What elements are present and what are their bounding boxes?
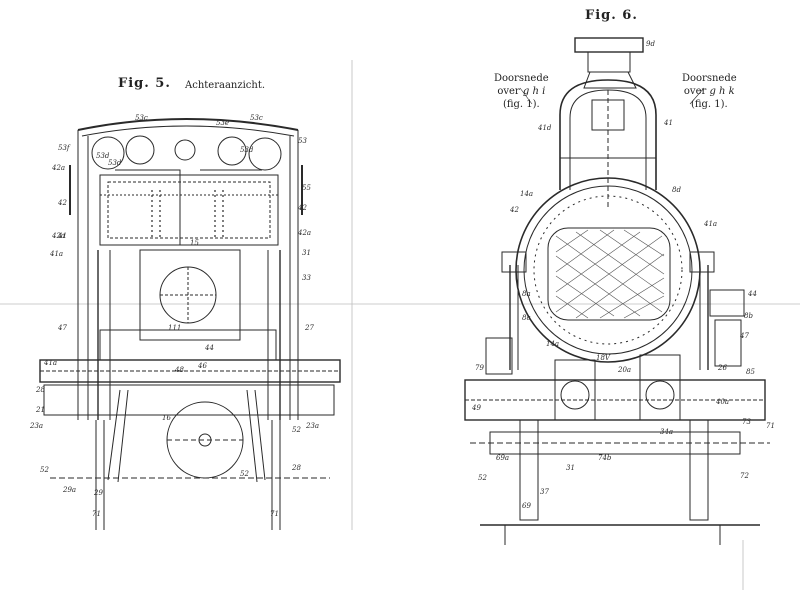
fig6-label: 44: [747, 290, 757, 298]
fig5-label: 52: [240, 470, 249, 478]
left-section-line3: (fig. 1).: [502, 99, 540, 110]
fig5-label: 41: [57, 232, 67, 240]
fig5-label: 31: [302, 249, 311, 257]
fig6-label: 47: [739, 332, 749, 340]
fig5-label: 44: [204, 344, 214, 352]
fig6-label: 79: [475, 364, 484, 372]
fig5-label: 27: [304, 324, 314, 332]
fig6-label: 73: [742, 418, 751, 426]
fig5-label: 41a: [43, 359, 57, 367]
fig5-part-labels: 53c 53f 53d 53d 53e 53 42a 42a 42 41 55 …: [29, 114, 319, 518]
fig5-label: 28: [291, 464, 301, 472]
fig6-label: 18V: [596, 354, 611, 362]
left-section-line1: Doorsnede: [494, 73, 549, 84]
fig5-label: 48: [174, 366, 184, 374]
fig6-label: 26: [717, 364, 727, 372]
fig5-label: 52: [40, 466, 49, 474]
fig5-rear-view-drawing: [39, 118, 341, 530]
fig6-right-section-caption: Doorsnede over g h k (fig. 1).: [682, 72, 737, 111]
fig6-label: 8d: [672, 186, 681, 194]
fig5-label: 53d: [240, 146, 254, 154]
fig6-label: 41: [663, 119, 673, 127]
fig6-part-labels: 9d 41d 41 8d 14a 8a 8c 14a 18V 20a 26 79…: [471, 40, 775, 510]
left-section-letters: g h i: [522, 86, 546, 97]
fig6-label: 37: [540, 488, 549, 496]
fig6-label: 40a: [715, 398, 729, 406]
fig5-label: 53d: [108, 159, 122, 167]
fig5-label: 71: [92, 510, 101, 518]
fig5-label: 42: [57, 199, 67, 207]
fig6-label: 8b: [744, 312, 753, 320]
fig5-label: 55: [302, 184, 311, 192]
fig6-label: 14a: [546, 340, 559, 348]
fig6-label: 69: [522, 502, 531, 510]
fig5-label: 53e: [216, 119, 229, 127]
fig5-label: 71: [270, 510, 279, 518]
fold-lines: [0, 60, 800, 590]
fig6-left-section-caption: Doorsnede over g h i (fig. 1).: [494, 72, 549, 111]
fig6-label: 31: [566, 464, 575, 472]
fig5-label: 42: [297, 204, 307, 212]
right-section-over: over: [683, 86, 707, 97]
fig5-label: 23a: [305, 422, 319, 430]
right-section-line2: over g h k: [682, 85, 737, 98]
fig6-label: 69a: [496, 454, 509, 462]
fig6-label: 72: [740, 472, 749, 480]
fig5-label: 28: [35, 386, 45, 394]
fig6-label: 8a: [522, 290, 531, 298]
fig5-label: 42a: [51, 164, 65, 172]
fig6-label: 41a: [703, 220, 717, 228]
fig5-title: Fig. 5.: [118, 76, 171, 91]
fig6-label: 52: [478, 474, 487, 482]
fig6-label: 71: [766, 422, 775, 430]
right-section-line3: (fig. 1).: [690, 99, 728, 110]
right-section-letters: g h k: [709, 86, 735, 97]
right-section-line1: Doorsnede: [682, 73, 737, 84]
left-section-line2: over g h i: [494, 85, 549, 98]
fig5-label: 23a: [29, 422, 43, 430]
fig6-label: 41d: [537, 124, 552, 132]
fig5-label: 46: [197, 362, 207, 370]
fig5-label: 53: [298, 137, 307, 145]
fig5-label: 111: [168, 324, 181, 332]
fig5-label: 42a: [51, 232, 65, 240]
fig6-label: 14a: [520, 190, 533, 198]
fig6-label: 20a: [617, 366, 631, 374]
fig5-label: 52: [292, 426, 301, 434]
left-section-over: over: [497, 86, 520, 97]
fig6-label: 8c: [522, 314, 530, 322]
fig5-label: 42a: [297, 229, 311, 237]
fig6-label: 49: [471, 404, 481, 412]
fig5-label: 21: [35, 406, 45, 414]
fig5-label: 29: [93, 489, 103, 497]
fig5-label: 53c: [135, 114, 148, 122]
fig6-label: 9d: [646, 40, 655, 48]
fig5-label: 53c: [250, 114, 263, 122]
fig5-label: 16: [162, 414, 171, 422]
fig6-label: 74b: [598, 454, 612, 462]
fig6-title: Fig. 6.: [585, 8, 638, 23]
fig5-label: 29a: [62, 486, 76, 494]
fig6-label: 42: [509, 206, 519, 214]
fig5-label: 41a: [49, 250, 63, 258]
fig5-label: 33: [302, 274, 311, 282]
fig5-label: 47: [57, 324, 67, 332]
fig5-label: 53d: [96, 152, 110, 160]
fig5-label: 15: [190, 239, 199, 247]
fig6-label: 34a: [660, 428, 673, 436]
fig6-section-drawing: [464, 37, 770, 545]
fig5-subtitle: Achteraanzicht.: [185, 80, 266, 91]
fig5-label: 53f: [58, 144, 71, 152]
fig6-label: 85: [746, 368, 755, 376]
